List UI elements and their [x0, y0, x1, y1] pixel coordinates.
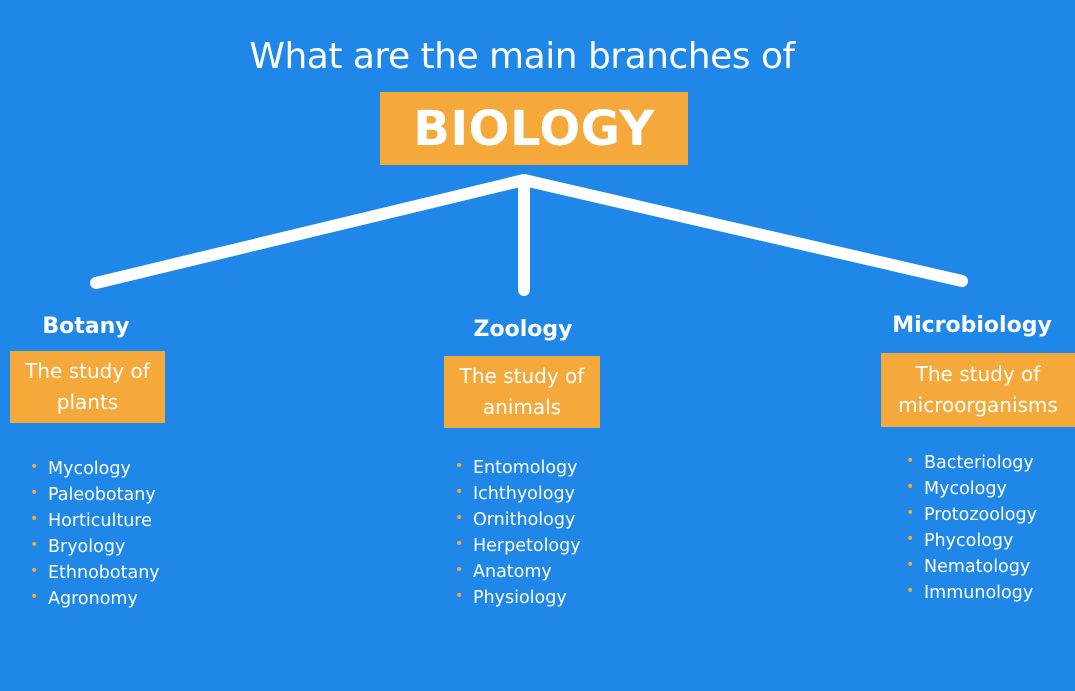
- subject-box: BIOLOGY: [380, 92, 688, 165]
- bullet-icon: •: [906, 453, 915, 469]
- list-item: • Mycology: [30, 456, 160, 482]
- term-list-zoology: • Entomology • Ichthyology • Ornithology • H…: [455, 455, 581, 611]
- list-item: • Ichthyology: [455, 481, 581, 507]
- bullet-icon: •: [906, 557, 915, 573]
- branch-name-microbiology: Microbiology: [892, 313, 1052, 338]
- bullet-icon: •: [906, 531, 915, 547]
- list-item: • Ethnobotany: [30, 560, 160, 586]
- bullet-icon: •: [906, 583, 915, 599]
- bullet-icon: •: [455, 458, 464, 474]
- term-label: Horticulture: [48, 511, 152, 531]
- bullet-icon: •: [455, 562, 464, 578]
- list-item: • Nematology: [906, 554, 1037, 580]
- branch-name-botany: Botany: [42, 314, 130, 339]
- bullet-icon: •: [455, 588, 464, 604]
- bullet-icon: •: [30, 563, 39, 579]
- bullet-icon: •: [30, 511, 39, 527]
- bullet-icon: •: [30, 459, 39, 475]
- connector-microbiology: [518, 174, 968, 287]
- term-label: Ethnobotany: [48, 563, 160, 583]
- term-label: Phycology: [924, 531, 1014, 551]
- list-item: • Bryology: [30, 534, 160, 560]
- term-label: Ichthyology: [473, 484, 575, 504]
- term-label: Mycology: [924, 479, 1007, 499]
- term-label: Herpetology: [473, 536, 581, 556]
- term-label: Paleobotany: [48, 485, 156, 505]
- bullet-icon: •: [30, 589, 39, 605]
- bullet-icon: •: [455, 536, 464, 552]
- bullet-icon: •: [455, 484, 464, 500]
- list-item: • Paleobotany: [30, 482, 160, 508]
- term-label: Anatomy: [473, 562, 552, 582]
- term-label: Mycology: [48, 459, 131, 479]
- bullet-icon: •: [906, 479, 915, 495]
- list-item: • Immunology: [906, 580, 1037, 606]
- term-label: Immunology: [924, 583, 1034, 603]
- diagram-title: What are the main branches of: [249, 36, 795, 77]
- definition-box-botany: The study of plants: [10, 351, 165, 423]
- list-item: • Herpetology: [455, 533, 581, 559]
- term-label: Bryology: [48, 537, 126, 557]
- term-label: Physiology: [473, 588, 567, 608]
- definition-box-microbiology: The study of microorganisms: [881, 353, 1075, 427]
- term-list-botany: • Mycology • Paleobotany • Horticulture • Br…: [30, 456, 160, 612]
- bullet-icon: •: [30, 537, 39, 553]
- branch-name-zoology: Zoology: [473, 317, 573, 342]
- bullet-icon: •: [455, 510, 464, 526]
- term-label: Bacteriology: [924, 453, 1034, 473]
- term-label: Ornithology: [473, 510, 576, 530]
- list-item: • Agronomy: [30, 586, 160, 612]
- bullet-icon: •: [30, 485, 39, 501]
- list-item: • Phycology: [906, 528, 1037, 554]
- list-item: • Entomology: [455, 455, 581, 481]
- list-item: • Anatomy: [455, 559, 581, 585]
- term-label: Nematology: [924, 557, 1031, 577]
- list-item: • Horticulture: [30, 508, 160, 534]
- list-item: • Ornithology: [455, 507, 581, 533]
- definition-box-zoology: The study of animals: [444, 356, 600, 428]
- list-item: • Physiology: [455, 585, 581, 611]
- subject-label: BIOLOGY: [413, 100, 655, 157]
- term-label: Agronomy: [48, 589, 138, 609]
- term-label: Entomology: [473, 458, 578, 478]
- list-item: • Mycology: [906, 476, 1037, 502]
- term-list-microbiology: • Bacteriology • Mycology • Protozoology • P…: [906, 450, 1037, 606]
- term-label: Protozoology: [924, 505, 1037, 525]
- list-item: • Bacteriology: [906, 450, 1037, 476]
- bullet-icon: •: [906, 505, 915, 521]
- list-item: • Protozoology: [906, 502, 1037, 528]
- connector-botany: [90, 174, 530, 289]
